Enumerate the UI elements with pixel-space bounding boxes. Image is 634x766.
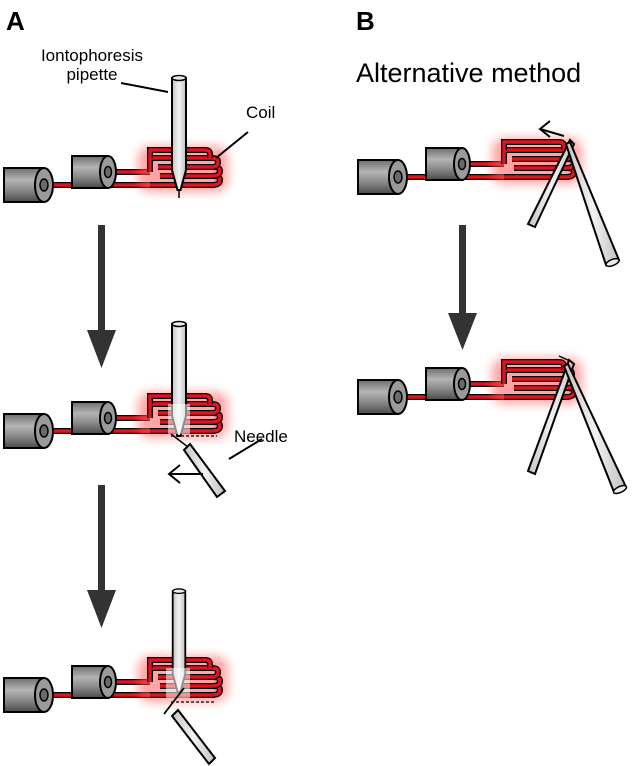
- coil-leader-line: [215, 131, 249, 159]
- panel-b-letter: B: [356, 6, 375, 36]
- down-arrow-b: [448, 225, 477, 350]
- down-arrow-1: [87, 225, 116, 368]
- pipette-label-line-2: pipette: [66, 64, 118, 84]
- iontophoresis-pipette-label: Iontophoresis pipette: [28, 46, 156, 84]
- panel-b-title: Alternative method: [356, 58, 582, 88]
- panel-b-step-1: [358, 120, 621, 268]
- down-arrow-2: [87, 485, 116, 628]
- needle-leader-line: [228, 438, 263, 460]
- pipette-label-line-1: Iontophoresis: [40, 46, 144, 65]
- needle-label: Needle: [234, 427, 288, 446]
- panel-b: [358, 120, 628, 495]
- coil-label: Coil: [246, 103, 276, 122]
- panel-b-step-2: [358, 356, 628, 495]
- panel-a-step-3: [4, 588, 228, 766]
- pipette-leader-line: [120, 82, 169, 93]
- panel-a-step-1: [4, 74, 249, 203]
- panel-a-letter: A: [6, 6, 25, 36]
- panel-a-step-2: [4, 320, 263, 499]
- panel-a: [4, 74, 263, 766]
